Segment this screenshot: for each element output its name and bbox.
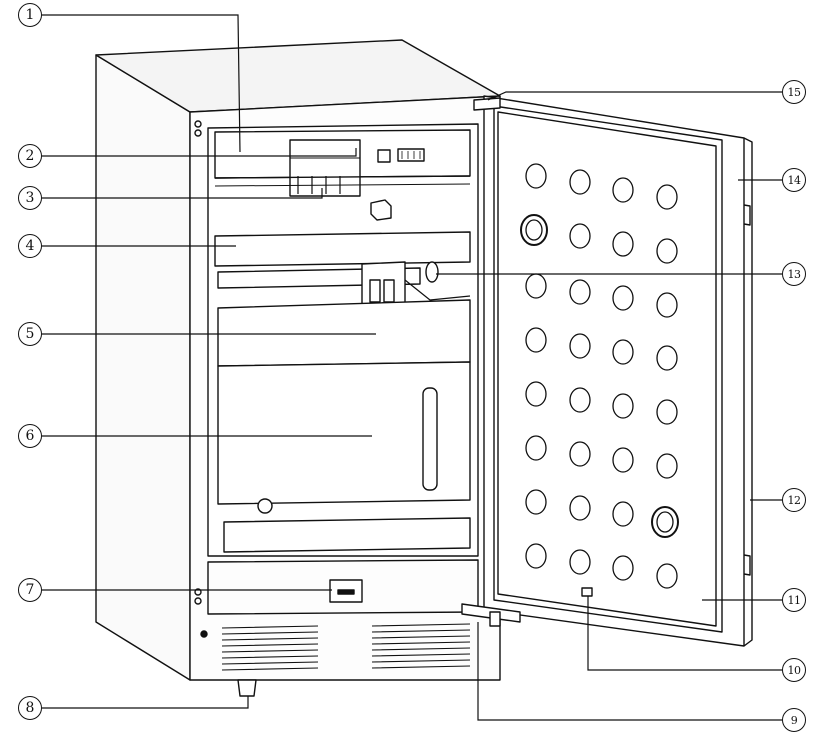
callout-2: 2 — [18, 144, 42, 168]
power-switch — [377, 149, 391, 163]
cabinet-side — [95, 54, 191, 681]
callout-9: 9 — [782, 708, 806, 732]
callout-5: 5 — [18, 322, 42, 346]
door-magnet — [581, 587, 593, 597]
door-gasket — [493, 105, 723, 633]
water-reservoir — [217, 361, 471, 505]
drain-cap — [257, 498, 273, 514]
callout-1: 1 — [18, 3, 42, 27]
callout-14: 14 — [782, 168, 806, 192]
callout-13: 13 — [782, 262, 806, 286]
callout-11: 11 — [782, 588, 806, 612]
leader-lines — [42, 14, 782, 721]
water-level-window — [422, 387, 438, 491]
leveling-foot — [237, 679, 257, 697]
evaporator — [289, 139, 361, 197]
callout-4: 4 — [18, 234, 42, 258]
callout-10: 10 — [782, 658, 806, 682]
callout-8: 8 — [18, 696, 42, 720]
ice-chute — [214, 231, 471, 267]
door-dimples — [520, 163, 679, 589]
display-digits — [397, 148, 425, 162]
callout-12: 12 — [782, 488, 806, 512]
ice-cube — [370, 199, 392, 221]
ice-basket-lip — [217, 299, 471, 367]
lower-tray — [223, 517, 471, 553]
vent-grille — [221, 623, 471, 671]
callout-6: 6 — [18, 424, 42, 448]
callout-7: 7 — [18, 578, 42, 602]
callout-3: 3 — [18, 186, 42, 210]
callout-15: 15 — [782, 80, 806, 104]
